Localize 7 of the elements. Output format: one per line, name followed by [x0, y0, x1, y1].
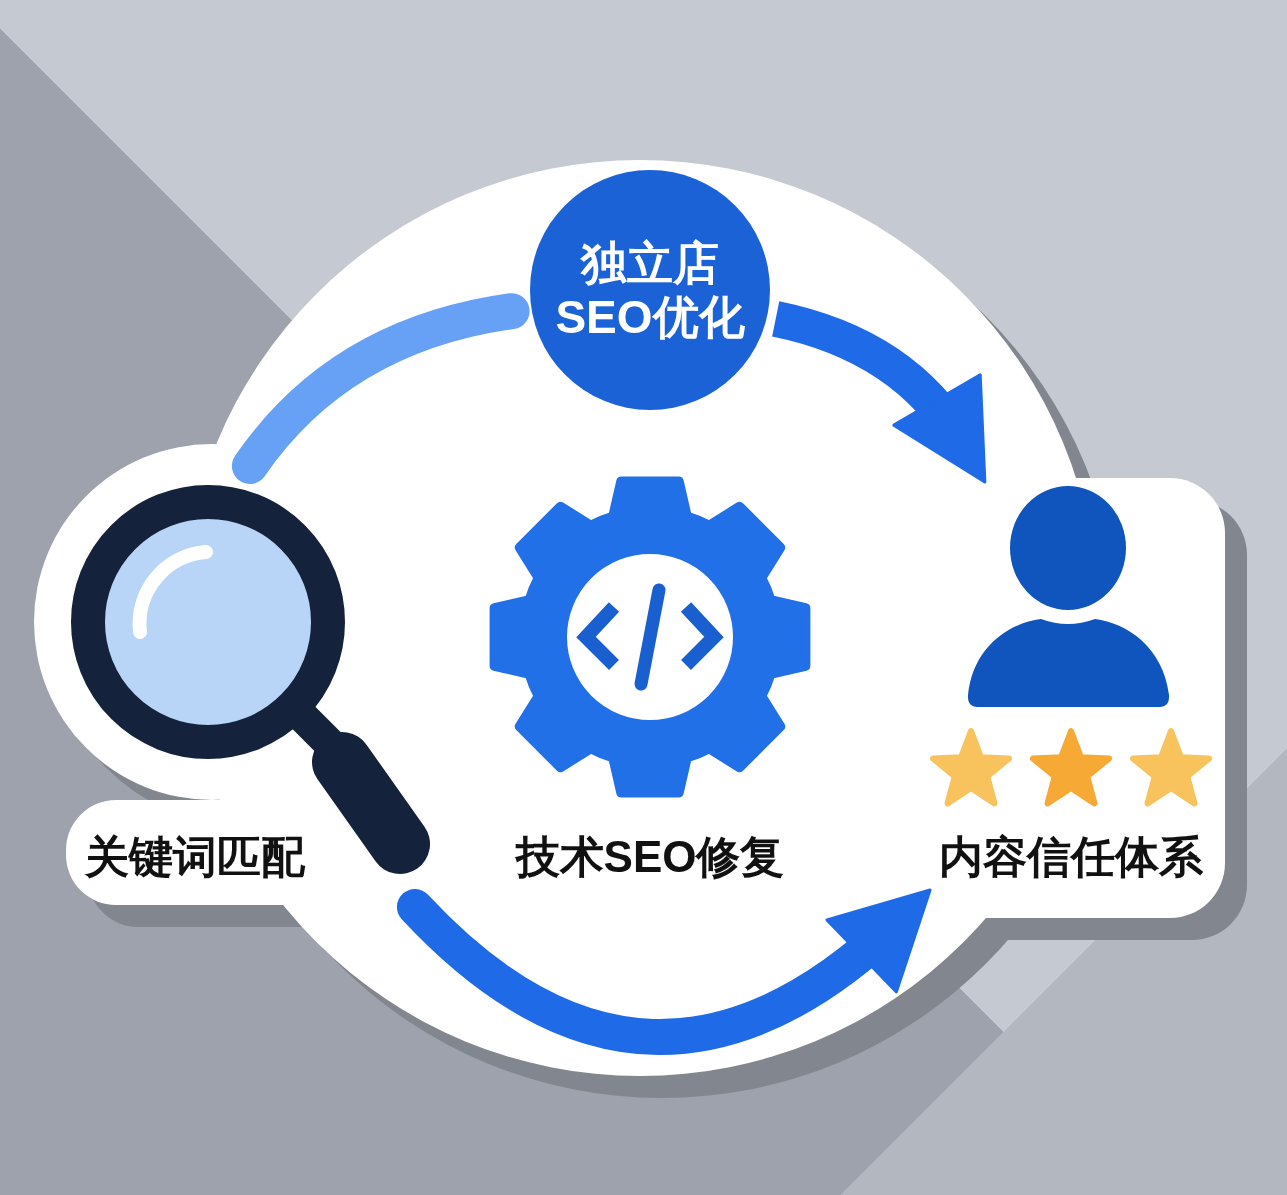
node-title: 独立店SEO优化: [554, 235, 746, 345]
curved-line: [231, 293, 530, 484]
curved-arrow: [396, 889, 933, 1055]
node-label: 技术SEO修复: [515, 832, 785, 883]
curved-arrow: [771, 301, 988, 483]
node-label: 内容信任体系: [939, 832, 1203, 883]
node-label: 关键词匹配: [85, 832, 305, 883]
